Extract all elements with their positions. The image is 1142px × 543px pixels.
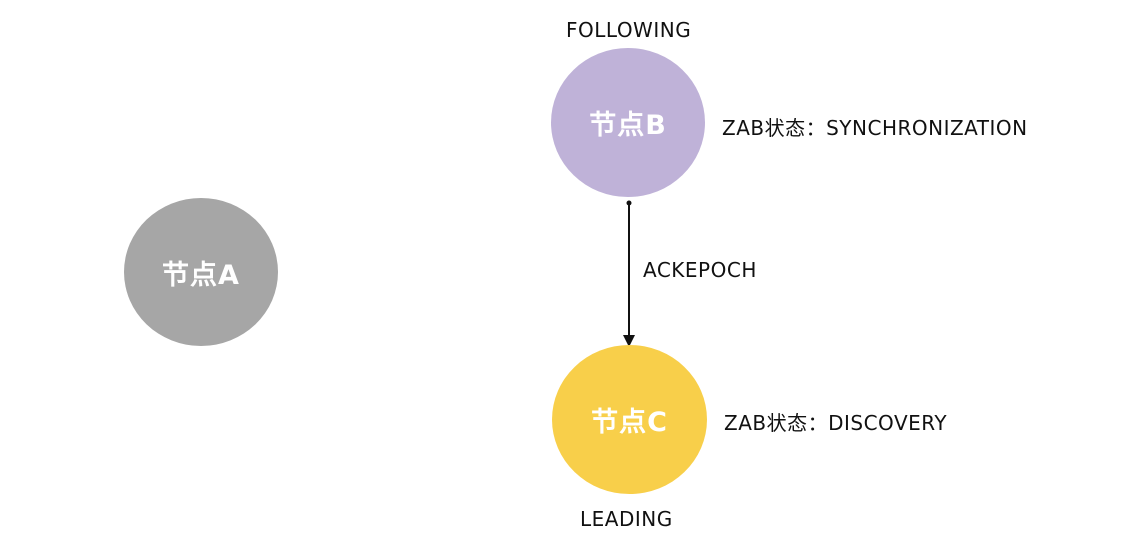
node-c-role: LEADING [580,507,673,531]
node-c-state: ZAB状态：DISCOVERY [724,411,948,435]
node-a-label: 节点A [162,259,240,291]
edge-b-to-c-label: ACKEPOCH [643,258,757,282]
node-b-role: FOLLOWING [566,18,692,42]
node-c: 节点C [552,345,707,494]
node-b-label: 节点B [589,110,667,141]
node-c-label: 节点C [591,407,668,438]
node-b-state: ZAB状态：SYNCHRONIZATION [722,116,1028,140]
node-a: 节点A [124,198,278,346]
node-b: 节点B [551,48,705,197]
